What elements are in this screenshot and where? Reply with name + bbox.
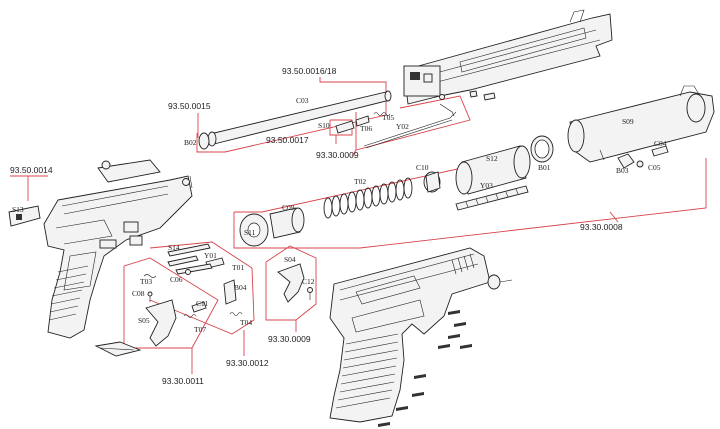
- label-93-30-0008: 93.30.0008: [580, 222, 623, 232]
- code-y02: Y02: [396, 122, 409, 131]
- label-93-50-0015: 93.50.0015: [168, 101, 211, 111]
- red-callout-lines: [10, 77, 707, 374]
- label-93-30-0012: 93.30.0012: [226, 358, 269, 368]
- code-t07: T07: [194, 325, 206, 334]
- parts-c04-b03-c05: [617, 145, 669, 169]
- code-b04: B04: [234, 283, 247, 292]
- code-t06: T06: [360, 124, 372, 133]
- part-y03: [455, 185, 529, 211]
- screws: [378, 310, 472, 427]
- lower-frame-exploded: [43, 159, 193, 357]
- code-t01: T01: [232, 263, 244, 272]
- code-c11: C11: [196, 299, 208, 308]
- code-c06: C06: [170, 275, 183, 284]
- part-b01: [530, 135, 554, 163]
- label-93-50-0014: 93.50.0014: [10, 165, 53, 175]
- label-93-30-0011: 93.30.0011: [162, 376, 204, 386]
- part-c10: [423, 171, 441, 193]
- barrel-assembly: [198, 90, 392, 150]
- code-s09: S09: [622, 117, 634, 126]
- parts-s10-t05-t06: [335, 112, 391, 134]
- code-s11: S11: [244, 228, 256, 237]
- code-c09: C09: [282, 203, 295, 212]
- code-s14: S14: [168, 243, 180, 252]
- part-s12: [455, 145, 531, 195]
- part-s13: [8, 205, 41, 227]
- code-c05: C05: [648, 163, 661, 172]
- label-93-30-0009-lower: 93.30.0009: [268, 334, 311, 344]
- assembled-pistol: [329, 247, 513, 427]
- code-s12: S12: [486, 154, 498, 163]
- parts-c09-s11: [239, 207, 305, 247]
- code-c04: C04: [654, 139, 667, 148]
- code-b01: B01: [538, 163, 551, 172]
- code-t04: T04: [240, 318, 252, 327]
- trigger-group-parts: [143, 243, 243, 347]
- code-c10: C10: [416, 163, 429, 172]
- code-s13: S13: [12, 205, 24, 214]
- receiver-s09: [567, 85, 715, 163]
- code-y03: Y03: [480, 181, 493, 190]
- code-s04: S04: [284, 255, 296, 264]
- code-b02: B02: [184, 138, 197, 147]
- slide-upper: [403, 9, 613, 105]
- code-s05: S05: [138, 316, 150, 325]
- code-b03: B03: [616, 166, 629, 175]
- code-c03: C03: [296, 96, 309, 105]
- code-t03: T03: [140, 277, 152, 286]
- spring-t02: [323, 177, 413, 219]
- label-93-50-0017: 93.50.0017: [266, 135, 309, 145]
- parts-s04-c12: [277, 263, 313, 303]
- code-c08: C08: [132, 289, 145, 298]
- code-c12: C12: [302, 277, 315, 286]
- part-code-labels: S13 B02 C03 S10 T05 T06 Y02 S09 C04 B03 …: [12, 96, 667, 334]
- code-t02: T02: [354, 177, 366, 186]
- part-y02: [363, 103, 457, 149]
- label-93-30-0009-upper: 93.30.0009: [316, 150, 359, 160]
- assembly-number-labels: 93.50.0014 93.50.0015 93.50.0016/18 93.5…: [10, 66, 623, 386]
- code-t05: T05: [382, 113, 394, 122]
- label-93-50-0016-18: 93.50.0016/18: [282, 66, 337, 76]
- code-y01: Y01: [204, 251, 217, 260]
- code-s10: S10: [318, 121, 330, 130]
